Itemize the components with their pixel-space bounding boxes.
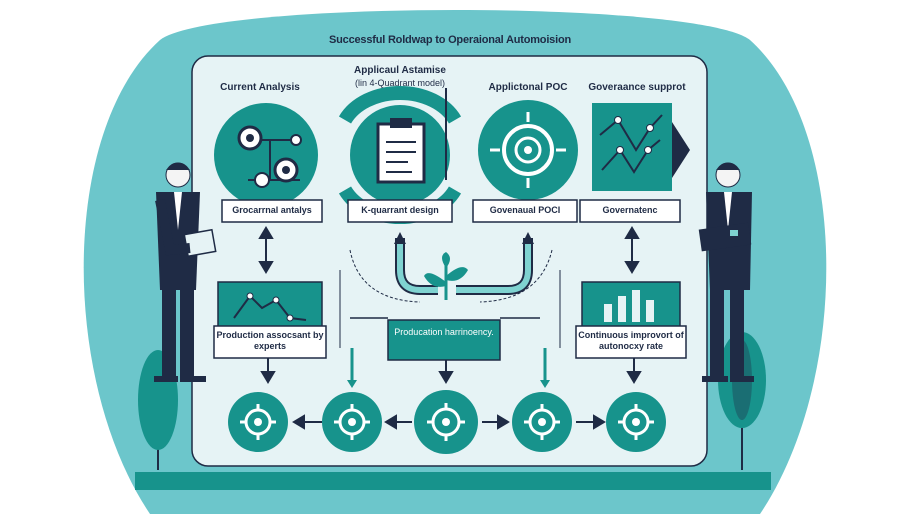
right-box-label: Continuous improvort of autonocxy rate <box>578 330 684 351</box>
line-chart-icon <box>233 292 307 322</box>
right-chart-box <box>581 281 681 329</box>
stage-3-box-label: Govenaual POCI <box>489 205 561 215</box>
stage-4-title: Goveraance supprot <box>588 82 686 93</box>
clipboard-icon <box>338 85 462 225</box>
stage-4-label-box <box>579 199 681 223</box>
stage-1-box-label: Grocarrnal antalys <box>232 205 312 215</box>
right-text-box <box>575 325 687 359</box>
growth-chart-icon <box>592 103 690 191</box>
stage-1-label-box <box>221 199 323 223</box>
stage-1-title: Current Analysis <box>220 82 300 93</box>
businessman-right <box>698 162 754 382</box>
stage-3-title: Applictonal POC <box>488 82 568 93</box>
gear-network-icon <box>214 103 318 207</box>
left-chart-box <box>217 281 323 329</box>
businessman-left <box>154 162 217 382</box>
left-text-box <box>213 325 327 359</box>
center-box-label: Producation harrinoency. <box>394 327 494 337</box>
stage-2-title: Applicaul Astamise <box>354 65 446 76</box>
left-box-label: Production assocsant by experts <box>216 330 324 351</box>
stage-2-subtitle: (lin 4-Quadrant model) <box>354 78 446 88</box>
stage-4-box-label: Governatenc <box>602 205 658 215</box>
center-box <box>387 319 501 361</box>
sprout-icon <box>424 252 468 300</box>
bar-chart-icon <box>604 290 654 322</box>
stage-2-box-label: K-quarrant design <box>361 205 439 215</box>
stage-3-label-box <box>472 199 578 223</box>
diagram-title: Successful Roldwap to Operaional Automoi… <box>329 34 571 46</box>
stage-2-label-box <box>347 199 453 223</box>
target-icon <box>478 100 578 200</box>
ground-bar <box>135 472 771 490</box>
